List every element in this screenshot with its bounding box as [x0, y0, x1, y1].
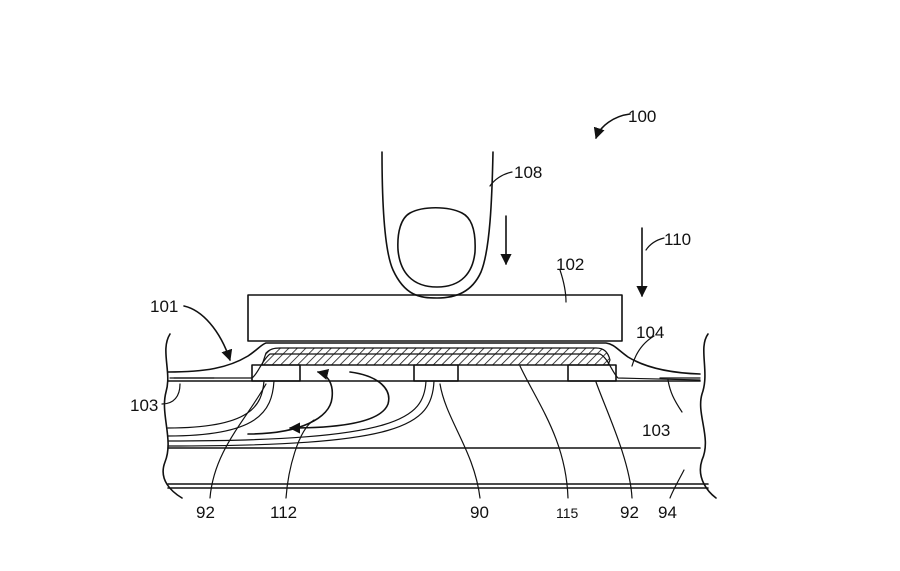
label-108: 108	[514, 163, 542, 182]
label-90: 90	[470, 503, 489, 522]
leader-lines	[161, 113, 685, 499]
label-103-left: 103	[130, 396, 158, 415]
circulation-arrows-112	[247, 369, 390, 435]
cover-plate-102	[247, 294, 623, 342]
label-94: 94	[658, 503, 677, 522]
hatched-layer	[261, 347, 611, 366]
label-103-right: 103	[642, 421, 670, 440]
label-101: 101	[150, 297, 178, 316]
force-arrows	[500, 215, 648, 298]
label-112: 112	[270, 503, 297, 522]
sensor-pads	[251, 364, 617, 382]
reference-numerals: 100 108 110 102 101 104 103 103 92 112 9…	[130, 107, 691, 522]
base-substrate-94	[162, 333, 717, 499]
label-115: 115	[556, 505, 579, 521]
label-92-left: 92	[196, 503, 215, 522]
label-100: 100	[628, 107, 656, 126]
label-102: 102	[556, 255, 584, 274]
label-92-right: 92	[620, 503, 639, 522]
finger-108	[381, 151, 494, 299]
label-110: 110	[664, 230, 691, 249]
label-104: 104	[636, 323, 664, 342]
